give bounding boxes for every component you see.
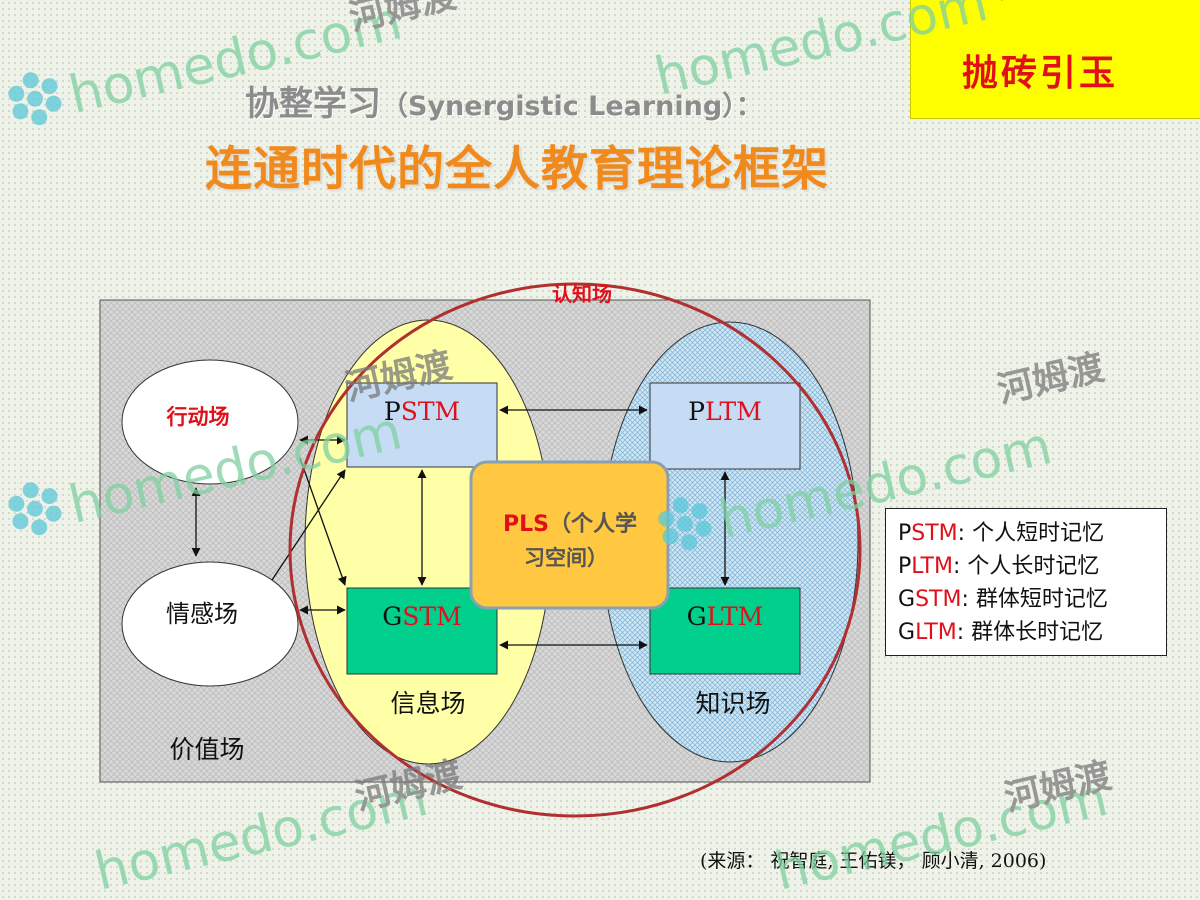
pls-desc-2: 习空间） [524,546,608,570]
legend-row: PLTM: 个人长时记忆 [898,550,1166,583]
emotion-field-ellipse [121,561,299,687]
pltm-label: PLTM [688,397,762,426]
info-field-label: 信息场 [390,689,465,718]
legend-code: LTM [911,554,953,579]
knowledge-field-label: 知识场 [695,689,770,718]
legend-desc: : 个人长时记忆 [952,554,1100,579]
gstm-box [346,587,498,675]
pstm-prefix: P [384,397,401,426]
title-paren: （Synergistic Learning）： [381,91,763,122]
legend-prefix: G [898,587,916,612]
gltm-label: GLTM [687,602,764,631]
pstm-code: STM [401,397,460,426]
pls-label: PLS（个人学 [503,511,637,537]
legend-desc: : 群体短时记忆 [961,587,1108,612]
pltm-box [649,382,801,470]
gltm-box [649,587,801,675]
pls-abbr: PLS [503,512,549,537]
pstm-label: PSTM [384,397,460,426]
page-title: 协整学习（Synergistic Learning）： [245,76,763,125]
action-field-label: 行动场 [166,405,230,429]
legend-code: STM [915,587,962,612]
gltm-code: LTM [707,602,764,631]
legend-prefix: P [898,521,912,546]
tag-label: 抛砖引玉 [962,52,1119,94]
value-field-label: 价值场 [169,735,244,764]
legend-desc: : 个人短时记忆 [957,521,1105,546]
legend-code: LTM [915,620,957,645]
pltm-prefix: P [688,397,705,426]
pstm-box [346,382,498,468]
page-subtitle: 连通时代的全人教育理论框架 [205,142,829,197]
gstm-prefix: G [382,602,402,631]
legend-row: GSTM: 群体短时记忆 [898,583,1166,616]
legend-row: PSTM: 个人短时记忆 [898,517,1166,550]
legend-prefix: P [898,554,912,579]
gltm-prefix: G [687,602,707,631]
source-citation: (来源： 祝智庭, 王佑镁， 顾小清, 2006) [700,850,1047,872]
legend-row: GLTM: 群体长时记忆 [898,616,1166,649]
gstm-label: GSTM [382,602,461,631]
legend-code: STM [911,521,958,546]
legend-prefix: G [898,620,916,645]
cognitive-field-label: 认知场 [552,282,612,306]
tag-box [910,0,1200,119]
pltm-code: LTM [705,397,762,426]
cognitive-field-circle [288,282,862,818]
emotion-field-label: 情感场 [166,600,238,628]
pls-desc-1: （个人学 [549,511,637,537]
action-field-ellipse [121,359,299,485]
legend-desc: : 群体长时记忆 [956,620,1104,645]
relation-arrows [191,405,730,650]
gstm-code: STM [402,602,461,631]
legend-box: PSTM: 个人短时记忆 PLTM: 个人长时记忆 GSTM: 群体短时记忆 G… [885,508,1167,656]
title-main: 协整学习 [245,84,381,124]
